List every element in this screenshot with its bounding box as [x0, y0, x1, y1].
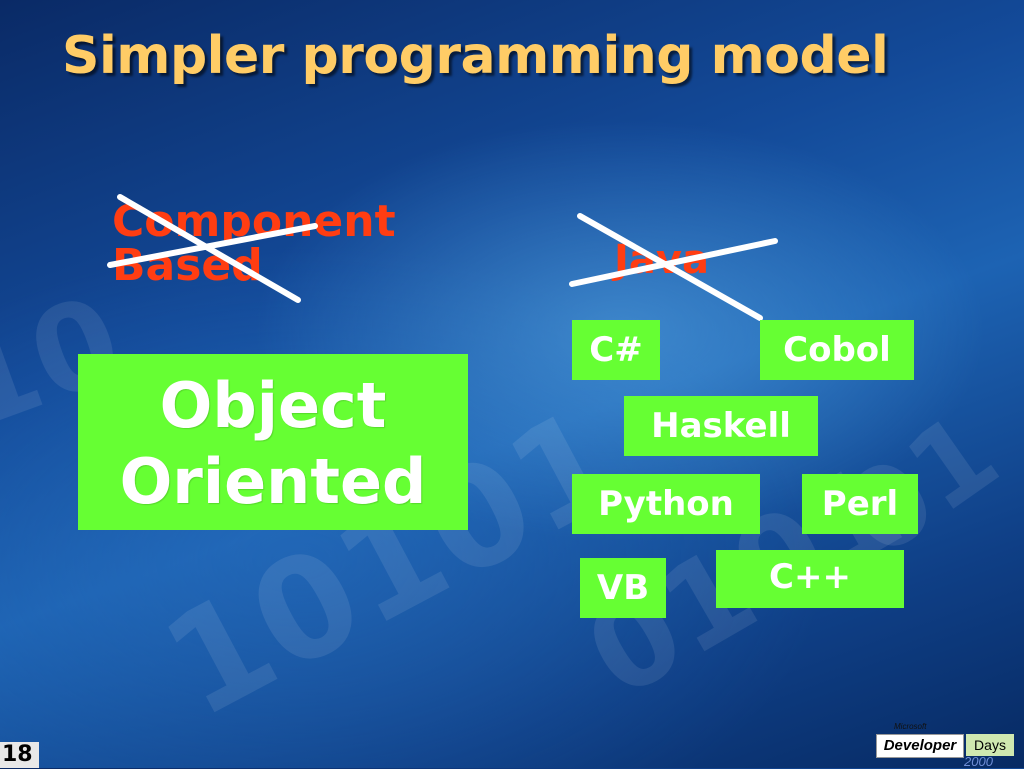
java-label: Java [614, 237, 709, 283]
slide-title: Simpler programming model [62, 26, 889, 86]
lang-python: Python [572, 474, 760, 534]
object-oriented-box: Object Oriented [78, 354, 468, 530]
component-based-label: Component Based [112, 200, 442, 288]
developer-days-logo: Microsoft Developer Days 2000 [872, 722, 1018, 769]
component-based-line-2: Based [112, 240, 263, 291]
lang-perl: Perl [802, 474, 918, 534]
object-oriented-line-1: Object [159, 369, 387, 442]
logo-suffix: Days [966, 734, 1014, 756]
logo-product: Developer [876, 734, 964, 758]
logo-year: 2000 [964, 754, 993, 769]
lang-haskell: Haskell [624, 396, 818, 456]
lang-cobol: Cobol [760, 320, 914, 380]
component-based-line-1: Component [112, 196, 396, 247]
object-oriented-line-2: Oriented [119, 445, 427, 518]
lang-cplusplus: C++ [716, 550, 904, 608]
lang-csharp: C# [572, 320, 660, 380]
logo-maker: Microsoft [894, 722, 927, 731]
slide-number: 18 [0, 742, 39, 768]
lang-vb: VB [580, 558, 666, 618]
